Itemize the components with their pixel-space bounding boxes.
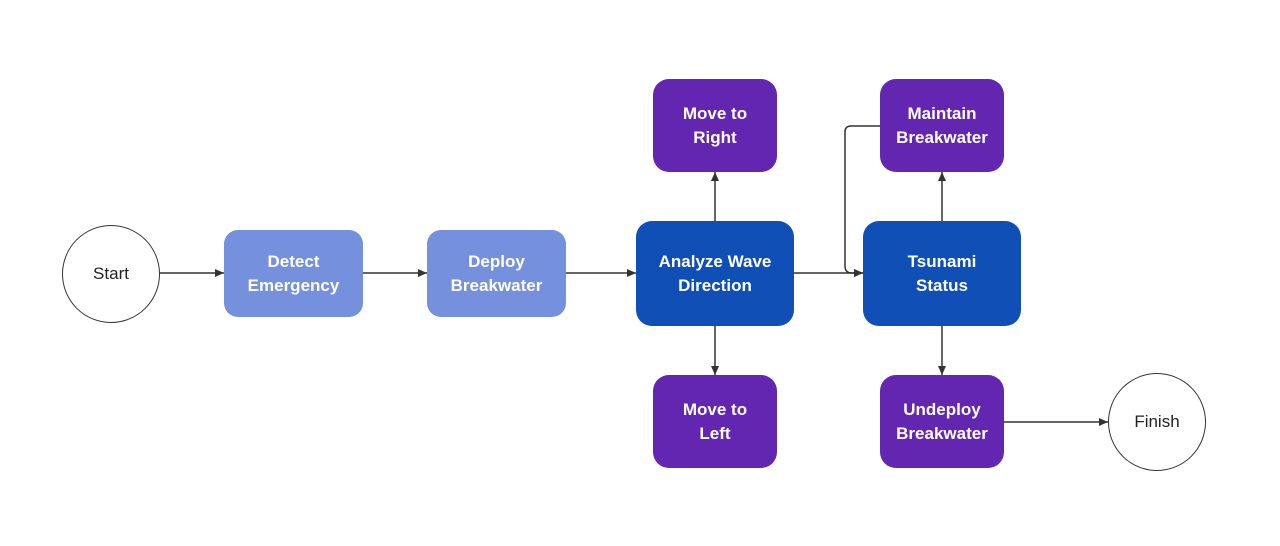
analyze-wave-direction-node[interactable]: Analyze Wave Direction: [636, 221, 794, 326]
analyze-wave-direction-label: Analyze Wave Direction: [658, 251, 772, 295]
tsunami-status-label: Tsunami Status: [907, 251, 977, 295]
move-to-left-label: Move to Left: [682, 399, 748, 443]
tsunami-status-node[interactable]: Tsunami Status: [863, 221, 1021, 326]
maintain-breakwater-node[interactable]: Maintain Breakwater: [880, 79, 1004, 172]
deploy-breakwater-label: Deploy Breakwater: [450, 251, 543, 295]
start-node-label: Start: [93, 264, 129, 283]
move-to-right-label: Move to Right: [682, 103, 748, 147]
undeploy-breakwater-node[interactable]: Undeploy Breakwater: [880, 375, 1004, 468]
undeploy-breakwater-label: Undeploy Breakwater: [896, 399, 988, 443]
start-node[interactable]: Start: [62, 225, 160, 323]
deploy-breakwater-node[interactable]: Deploy Breakwater: [427, 230, 566, 317]
detect-emergency-label: Detect Emergency: [247, 251, 340, 295]
edge-maintain-to-tsunami: [844, 125, 880, 277]
move-to-left-node[interactable]: Move to Left: [653, 375, 777, 468]
finish-node-label: Finish: [1134, 412, 1180, 431]
finish-node[interactable]: Finish: [1108, 373, 1206, 471]
maintain-breakwater-label: Maintain Breakwater: [896, 103, 988, 147]
move-to-right-node[interactable]: Move to Right: [653, 79, 777, 172]
detect-emergency-node[interactable]: Detect Emergency: [224, 230, 363, 317]
